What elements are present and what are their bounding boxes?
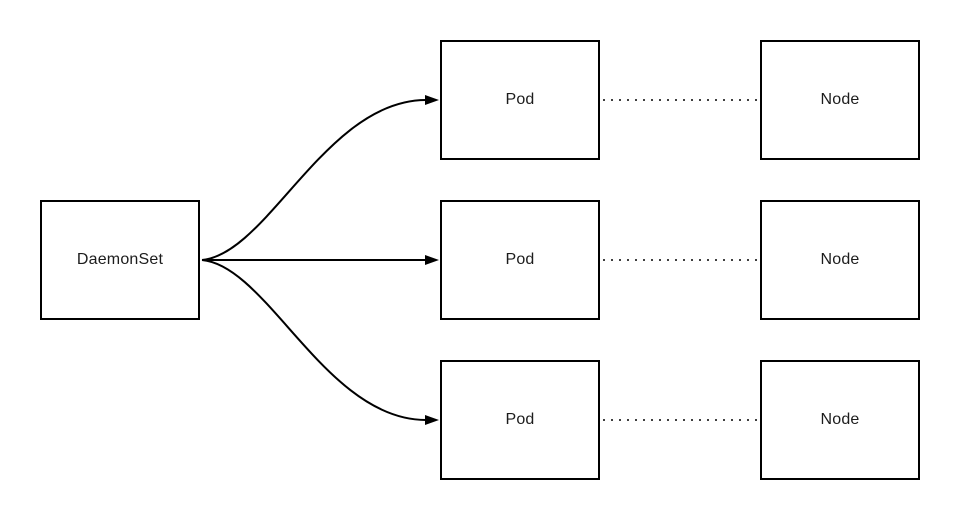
daemonset-box: DaemonSet [40, 200, 200, 320]
pod-label: Pod [505, 411, 535, 428]
node-label: Node [820, 411, 860, 428]
node-box-1: Node [760, 40, 920, 160]
node-box-2: Node [760, 200, 920, 320]
pod-box-2: Pod [440, 200, 600, 320]
node-box-3: Node [760, 360, 920, 480]
daemonset-label: DaemonSet [76, 251, 164, 268]
pod-label: Pod [505, 91, 535, 108]
pod-label: Pod [505, 251, 535, 268]
node-label: Node [820, 251, 860, 268]
node-label: Node [820, 91, 860, 108]
arrow-daemonset-to-pod-1 [201, 95, 439, 261]
pod-box-1: Pod [440, 40, 600, 160]
pod-box-3: Pod [440, 360, 600, 480]
arrow-daemonset-to-pod-3 [201, 259, 439, 425]
